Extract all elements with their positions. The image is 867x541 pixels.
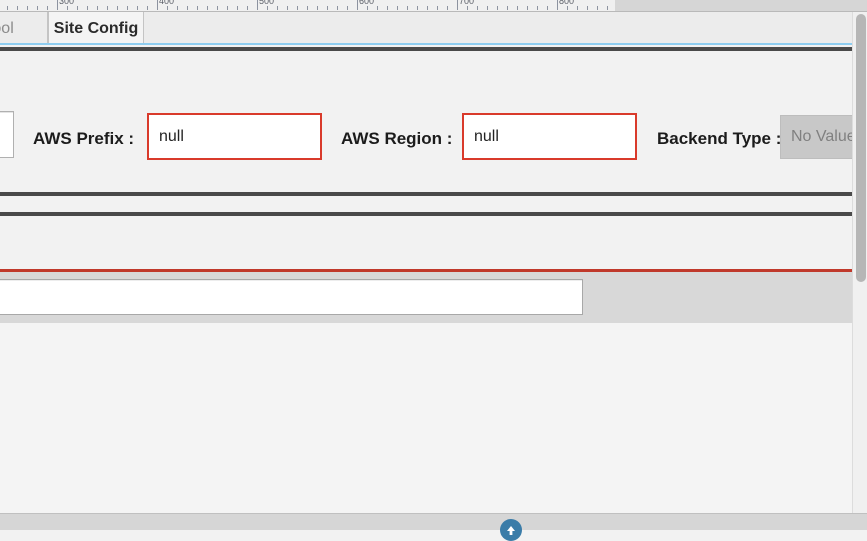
ruler-tick-minor [447, 6, 448, 10]
ruler-tick-minor [267, 6, 268, 10]
ruler-label: 400 [159, 0, 175, 6]
ruler-tick-minor [207, 6, 208, 10]
tab-bar-filler [145, 12, 867, 45]
ruler-label: 600 [359, 0, 375, 6]
ruler-tick-minor [577, 6, 578, 10]
ruler-tick-major [457, 0, 458, 10]
ruler-tick-minor [397, 6, 398, 10]
aws-prefix-input[interactable]: null [147, 113, 322, 160]
ruler-tick-minor [387, 6, 388, 10]
tab-query-tool-label: y Tool [0, 19, 14, 37]
divider-section-2 [0, 212, 867, 216]
ruler-tick-minor [507, 6, 508, 10]
ruler-tick-minor [7, 6, 8, 10]
ruler-tick-major [557, 0, 558, 10]
ruler-tick-minor [437, 6, 438, 10]
ruler-tick-minor [347, 6, 348, 10]
ruler-tick-minor [27, 6, 28, 10]
ruler-tick-minor [417, 6, 418, 10]
search-panel [0, 272, 867, 323]
vertical-scrollbar-thumb[interactable] [856, 14, 866, 282]
ruler-label: 300 [59, 0, 75, 6]
ruler-tick-minor [187, 6, 188, 10]
ruler-tick-major [57, 0, 58, 10]
info-circle-icon[interactable] [500, 519, 522, 541]
ruler-tick-minor [377, 6, 378, 10]
ruler-tick-minor [597, 6, 598, 10]
ruler-tick-minor [227, 6, 228, 10]
vertical-scrollbar[interactable] [852, 12, 867, 513]
aws-region-input[interactable]: null [462, 113, 637, 160]
ruler-tick-minor [487, 6, 488, 10]
search-input[interactable] [0, 279, 583, 315]
footer-bar [0, 513, 867, 541]
ruler-tick-minor [247, 6, 248, 10]
ruler-tick-minor [217, 6, 218, 10]
config-form-band: AWS Prefix : null AWS Region : null Back… [0, 51, 867, 204]
ruler-tick-minor [327, 6, 328, 10]
backend-type-value: No Value [791, 128, 856, 145]
tab-bar: y Tool Site Config [0, 12, 867, 45]
ruler-tick-minor [237, 6, 238, 10]
ruler-inactive-region [615, 0, 867, 12]
ruler-tick-minor [107, 6, 108, 10]
ruler-tick-minor [67, 6, 68, 10]
aws-prefix-label: AWS Prefix : [33, 129, 135, 148]
ruler-tick-minor [587, 6, 588, 10]
tab-site-config-label: Site Config [53, 19, 139, 37]
ruler-tick-minor [87, 6, 88, 10]
ruler-tick-minor [337, 6, 338, 10]
ruler-tick-minor [297, 6, 298, 10]
left-partial-field[interactable] [0, 111, 14, 158]
ruler-tick-minor [177, 6, 178, 10]
ruler-tick-major [357, 0, 358, 10]
ruler-tick-minor [117, 6, 118, 10]
content-area [0, 323, 867, 513]
ruler-tick-minor [167, 6, 168, 10]
ruler-tick-minor [77, 6, 78, 10]
aws-region-label: AWS Region : [341, 129, 453, 148]
ruler-tick-minor [197, 6, 198, 10]
section-strip-2 [0, 216, 867, 269]
section-strip-1 [0, 196, 867, 212]
ruler-tick-minor [497, 6, 498, 10]
ruler-tick-minor [147, 6, 148, 10]
ruler-tick-minor [127, 6, 128, 10]
ruler-tick-minor [277, 6, 278, 10]
tab-bar-underline [0, 43, 867, 45]
ruler-label: 700 [459, 0, 475, 6]
ruler-label: 800 [559, 0, 575, 6]
divider-section-1 [0, 192, 867, 196]
divider-top [0, 47, 867, 51]
ruler-tick-minor [137, 6, 138, 10]
ruler-tick-minor [37, 6, 38, 10]
ruler-label: 500 [259, 0, 275, 6]
ruler-tick-minor [317, 6, 318, 10]
aws-prefix-value: null [159, 127, 184, 145]
backend-type-label: Backend Type : [657, 129, 782, 148]
aws-region-value: null [474, 127, 499, 145]
ruler-tick-minor [307, 6, 308, 10]
ruler-tick-minor [467, 6, 468, 10]
ruler-tick-minor [607, 6, 608, 10]
ruler-tick-minor [17, 6, 18, 10]
tab-site-config[interactable]: Site Config [48, 12, 144, 45]
ruler-tick-minor [477, 6, 478, 10]
ruler-tick-minor [97, 6, 98, 10]
ruler-tick-minor [547, 6, 548, 10]
ruler-tick-minor [407, 6, 408, 10]
ruler-tick-minor [527, 6, 528, 10]
ruler-tick-minor [537, 6, 538, 10]
ruler-tick-minor [427, 6, 428, 10]
ruler-tick-minor [567, 6, 568, 10]
ruler-tick-major [257, 0, 258, 10]
validation-rule-line [0, 269, 867, 272]
ruler-tick-minor [367, 6, 368, 10]
tab-query-tool[interactable]: y Tool [0, 12, 48, 45]
ruler-tick-minor [517, 6, 518, 10]
ruler-tick-minor [287, 6, 288, 10]
ruler-tick-major [157, 0, 158, 10]
ruler-tick-minor [47, 6, 48, 10]
